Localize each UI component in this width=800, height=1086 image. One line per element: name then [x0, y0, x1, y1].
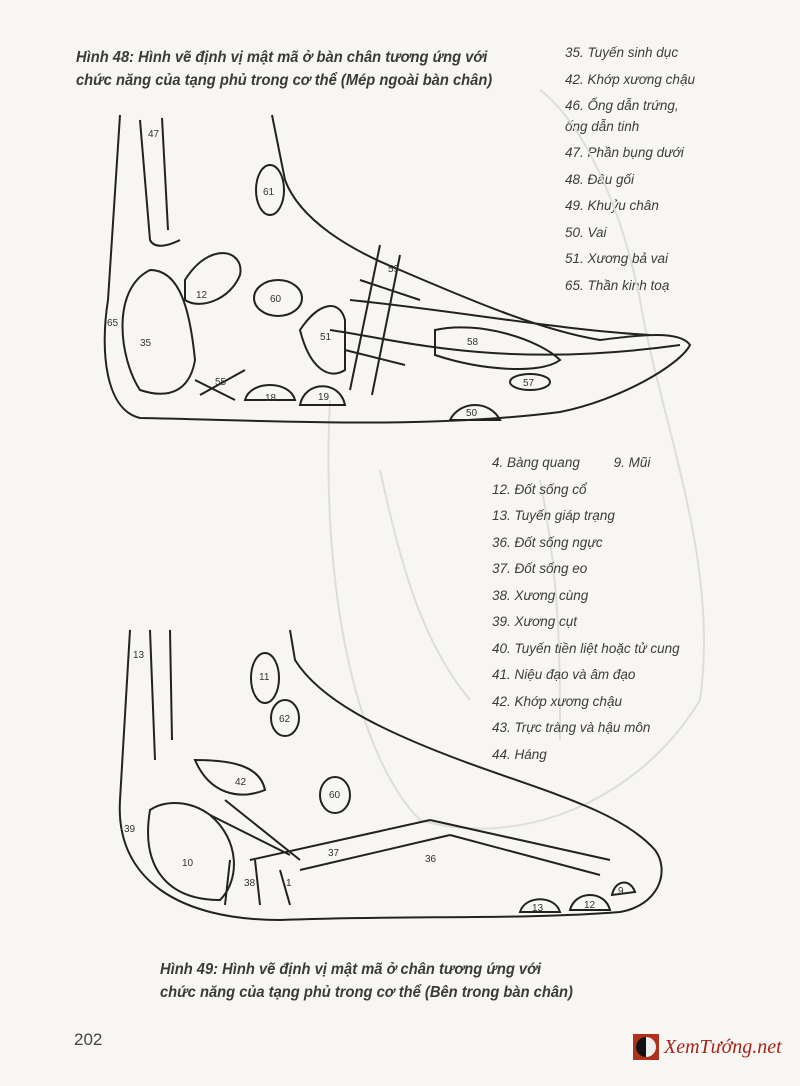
zone-label: 36	[425, 854, 437, 865]
legend-item: 49. Khuỷu chân	[565, 198, 659, 213]
legend-item: 50. Vai	[565, 224, 607, 240]
figure49-inner-foot	[118, 629, 663, 922]
zone-label: 19	[318, 392, 330, 403]
zone-label: 60	[270, 294, 282, 305]
zone-label: 37	[328, 848, 340, 859]
figure49-zone-labels: 13 11 62 42 60 39 10 37 36 38 1 13 12 9	[124, 650, 624, 914]
figure49-caption: Hình 49: Hình vẽ định vị mật mã ở chân t…	[160, 958, 573, 1004]
watermark-text: XemTướng.net	[664, 1035, 782, 1058]
legend-item: 65. Thần kinh toạ	[565, 277, 670, 293]
legend-item: 39. Xương cụt	[492, 614, 578, 629]
legend-row: 4. Bàng quang 9. Mũi	[492, 450, 680, 477]
figure48-legend: 35. Tuyến sinh dục 42. Khớp xương chậu 4…	[565, 40, 695, 299]
figure48-zone-labels: 47 61 12 60 59 65 35 51 58 57 18 19 50 5…	[107, 129, 535, 419]
legend-item: 41. Niệu đạo và âm đạo	[492, 667, 636, 682]
legend-item: 13. Tuyến giáp trạng	[492, 508, 615, 523]
zone-label: 42	[235, 777, 247, 788]
legend-item: 36. Đốt sống ngực	[492, 534, 603, 550]
legend-item: 42. Khớp xương chậu	[565, 71, 695, 87]
zone-label: 57	[523, 378, 535, 389]
figure48-caption: Hình 48: Hình vẽ định vị mật mã ở bàn ch…	[76, 46, 492, 92]
zone-label: 51	[320, 332, 332, 343]
faded-background-foot	[327, 89, 706, 830]
zone-label: 47	[148, 129, 160, 140]
zone-label: 38	[244, 878, 256, 889]
zone-label: 13	[133, 650, 145, 661]
zone-label: 55	[215, 377, 227, 388]
zone-label: 39	[124, 824, 136, 835]
legend-item: 47. Phần bụng dưới	[565, 145, 684, 160]
zone-label: 13	[532, 903, 544, 914]
zone-label: 62	[279, 714, 291, 725]
zone-label: 50	[466, 408, 478, 419]
legend-item: 51. Xương bả vai	[565, 251, 669, 266]
zone-label: 61	[263, 187, 275, 198]
zone-label: 10	[182, 858, 194, 869]
zone-label: 18	[265, 393, 277, 404]
legend-item: 12. Đốt sống cổ	[492, 481, 587, 497]
zone-label: 58	[467, 337, 479, 348]
zone-label: 60	[329, 790, 341, 801]
watermark-logo: XemTướng.net	[633, 1034, 782, 1060]
legend-item: 46. Ống dẫn trứng,	[565, 98, 679, 113]
zone-label: 11	[259, 672, 270, 683]
legend-item: 42. Khớp xương chậu	[492, 693, 622, 709]
caption-line: Hình 49: Hình vẽ định vị mật mã ở chân t…	[160, 961, 542, 978]
legend-item: 38. Xương cùng	[492, 587, 589, 603]
figure49-legend: 4. Bàng quang 9. Mũi 12. Đốt sống cổ 13.…	[492, 450, 680, 768]
legend-item: ống dẫn tinh	[565, 118, 640, 134]
caption-line: chức năng của tạng phủ trong cơ thể (Bên…	[160, 984, 573, 1001]
legend-item: 9. Mũi	[613, 455, 651, 470]
legend-item: 48. Đầu gối	[565, 171, 635, 187]
page-number: 202	[74, 1030, 103, 1049]
zone-label: 9	[618, 886, 624, 897]
legend-item: 35. Tuyến sinh dục	[565, 45, 679, 60]
figure48-outer-foot	[103, 114, 692, 424]
zone-label: 65	[107, 318, 119, 329]
legend-item: 44. Háng	[492, 746, 547, 762]
zone-label: 1	[286, 878, 292, 889]
zone-label: 59	[388, 264, 400, 275]
legend-item: 40. Tuyến tiền liệt hoặc tử cung	[492, 640, 680, 656]
zone-label: 12	[196, 290, 208, 301]
caption-line: chức năng của tạng phủ trong cơ thể (Mép…	[76, 72, 493, 89]
zone-label: 35	[140, 338, 152, 349]
legend-item: 37. Đốt sống eo	[492, 561, 588, 576]
legend-item: 43. Trực tràng và hậu môn	[492, 720, 651, 735]
yin-yang-icon	[633, 1034, 659, 1060]
zone-label: 12	[584, 900, 596, 911]
legend-item: 4. Bàng quang	[492, 455, 580, 470]
caption-line: Hình 48: Hình vẽ định vị mật mã ở bàn ch…	[76, 49, 488, 66]
